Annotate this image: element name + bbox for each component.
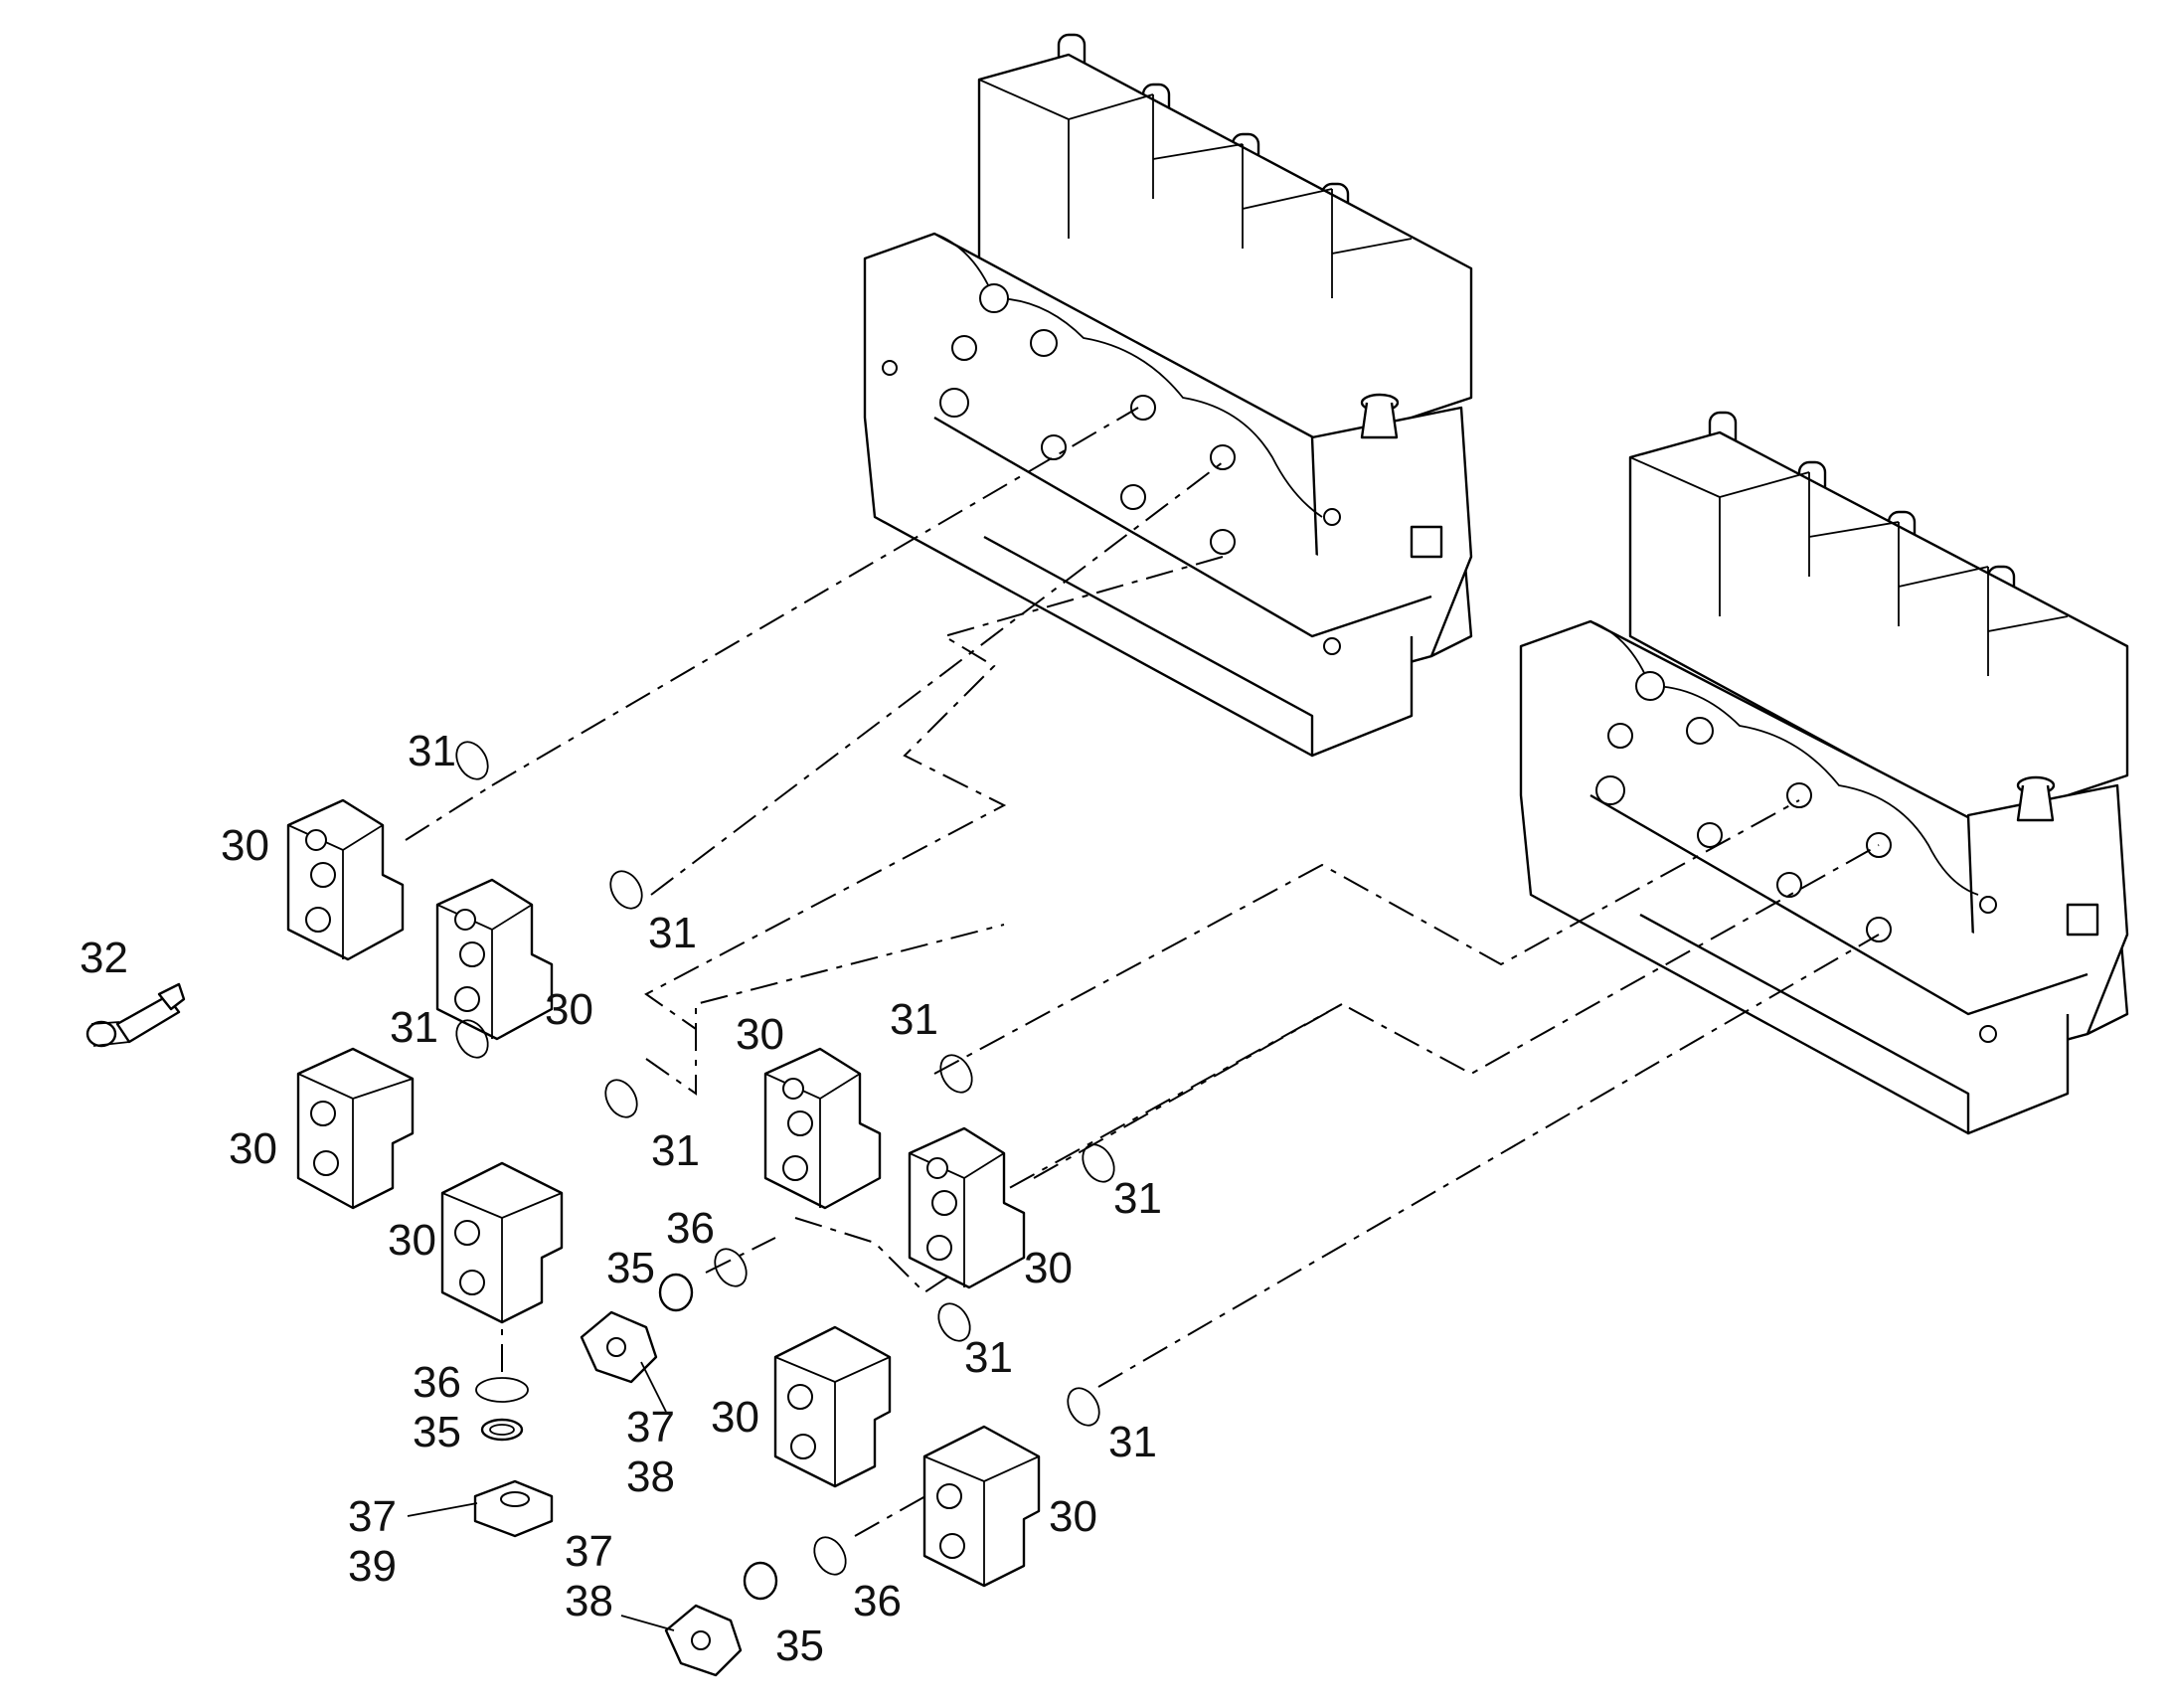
callout-35: 35	[775, 1622, 824, 1670]
manifold-block-6	[908, 1126, 1026, 1289]
manifold-block-1	[286, 798, 405, 961]
callout-31: 31	[964, 1333, 1013, 1382]
cap-screw	[85, 982, 186, 1048]
manifold-block-3	[296, 1047, 415, 1210]
control-valve-lower	[1519, 411, 2129, 1135]
callout-30: 30	[711, 1393, 759, 1442]
callout-37: 36	[413, 1358, 461, 1407]
control-valve-upper	[863, 33, 1473, 758]
callout-31: 31	[408, 727, 456, 775]
manifold-block-4	[440, 1161, 564, 1324]
callout-36: 37	[626, 1403, 675, 1452]
callout-31: 31	[890, 995, 938, 1044]
callout-37: 36	[853, 1577, 902, 1625]
callout-30: 30	[221, 821, 269, 870]
callout-39: 39	[348, 1542, 397, 1591]
manifold-block-5	[763, 1047, 882, 1210]
o-rings	[455, 741, 1115, 1576]
callout-31: 31	[651, 1126, 700, 1175]
callout-31: 31	[390, 1003, 438, 1052]
callout-35: 35	[606, 1244, 655, 1292]
assembly-lines	[405, 407, 1880, 1537]
callout-30: 30	[229, 1124, 277, 1173]
callout-38: 38	[565, 1577, 613, 1625]
callout-36: 37	[348, 1492, 397, 1541]
callout-31: 31	[648, 909, 697, 957]
callout-30: 30	[1049, 1492, 1097, 1541]
leader-lines	[407, 1361, 675, 1631]
flanges	[473, 1310, 743, 1677]
manifold-block-7	[773, 1325, 892, 1488]
callout-36: 37	[565, 1527, 613, 1576]
manifold-block-2	[435, 878, 554, 1041]
callout-30: 30	[545, 985, 593, 1034]
callout-30: 30	[736, 1010, 784, 1059]
manifold-block-8	[922, 1425, 1041, 1588]
callout-31: 31	[1113, 1174, 1162, 1223]
callouts: 31 30 31 32 30 31 30 31 30 31 31 36 30 3…	[80, 727, 1162, 1670]
callout-30: 30	[388, 1216, 436, 1265]
callout-37: 36	[666, 1204, 715, 1253]
callout-38: 38	[626, 1452, 675, 1501]
plugs	[480, 1273, 778, 1601]
callout-30: 30	[1024, 1244, 1073, 1292]
callout-35: 35	[413, 1408, 461, 1456]
callout-31: 31	[1108, 1418, 1157, 1466]
callout-32: 32	[80, 934, 128, 982]
